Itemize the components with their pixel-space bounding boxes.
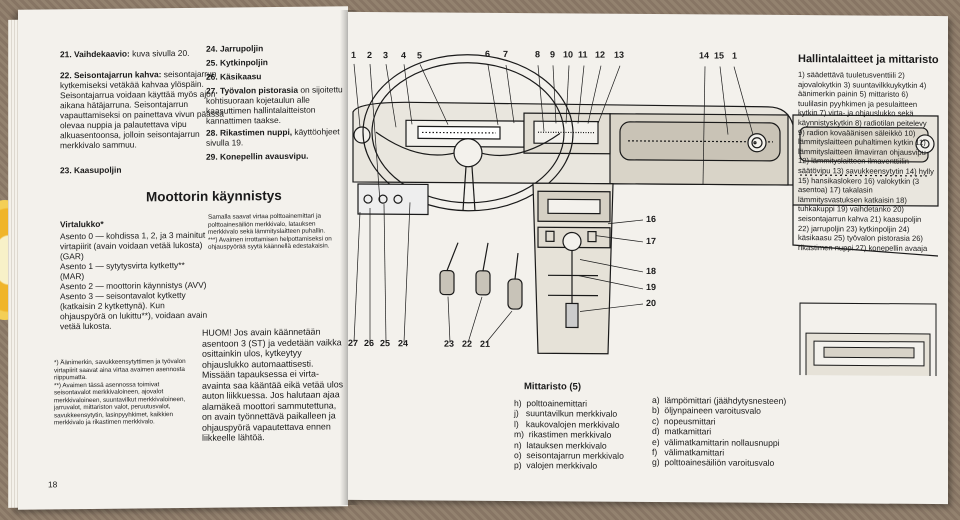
virtalukko-title: Virtalukko* bbox=[60, 218, 104, 230]
callout-6: 6 bbox=[485, 48, 491, 59]
callout-3: 3 bbox=[383, 50, 389, 61]
col1-item-22: 22. Seisontajarrun kahva: seisontajarrun… bbox=[60, 68, 224, 151]
callout-23: 23 bbox=[444, 338, 455, 349]
callout-14: 14 bbox=[699, 50, 710, 61]
callout-9: 9 bbox=[550, 49, 556, 60]
col2-item-25: 25. Kytkinpoljin bbox=[206, 57, 268, 68]
mittaristo-title: Mittaristo (5) bbox=[524, 381, 581, 393]
section-title: Moottorin käynnistys bbox=[146, 187, 282, 205]
callout-25: 25 bbox=[380, 338, 391, 349]
callout-5: 5 bbox=[417, 50, 423, 61]
col2-item-24: 24. Jarrupoljin bbox=[206, 43, 264, 54]
left-page: 21. Vaihdekaavio: kuva sivulla 20. 22. S… bbox=[18, 6, 348, 510]
callout-1b: 1 bbox=[732, 50, 738, 61]
callout-1: 1 bbox=[351, 49, 357, 60]
col2-item-29: 29. Konepellin avausvipu. bbox=[206, 150, 309, 162]
callout-7: 7 bbox=[503, 48, 509, 60]
controls-text: 1) säädettävä tuuletusventtiili 2) ajova… bbox=[798, 70, 934, 253]
callout-12: 12 bbox=[595, 49, 606, 60]
callout-13: 13 bbox=[614, 49, 625, 60]
col2-note: Samalla saavat virtaa polttoainemittari … bbox=[208, 212, 332, 251]
virtalukko-text: Asento 0 — kohdissa 1, 2, ja 3 mainitut … bbox=[60, 229, 208, 332]
col2-item-27: 27. Työvalon pistorasia on sijoitettu ko… bbox=[206, 84, 343, 126]
callout-21: 21 bbox=[480, 338, 491, 349]
dashboard-illustration bbox=[352, 54, 939, 377]
callout-17: 17 bbox=[646, 235, 657, 247]
gauges-right-list: a) lämpömittari (jäähdytysnesteen) b) öl… bbox=[652, 395, 787, 469]
page-number: 18 bbox=[48, 479, 58, 490]
callout-4: 4 bbox=[401, 50, 407, 61]
callout-18: 18 bbox=[646, 265, 657, 277]
callout-2: 2 bbox=[367, 50, 373, 61]
callout-22: 22 bbox=[462, 338, 473, 349]
callout-19: 19 bbox=[646, 281, 657, 293]
col2-item-28: 28. Rikastimen nuppi, käyttöohjeet sivul… bbox=[206, 126, 340, 148]
callout-15: 15 bbox=[714, 50, 725, 61]
callout-20: 20 bbox=[646, 297, 657, 309]
huom-text: HUOM! Jos avain käännetään asentoon 3 (S… bbox=[202, 326, 344, 443]
callout-26: 26 bbox=[364, 338, 375, 349]
col1-item-21: 21. Vaihdekaavio: kuva sivulla 20. bbox=[60, 47, 190, 60]
gauges-left-list: h) polttoainemittari j) suuntavilkun mer… bbox=[514, 398, 624, 472]
callout-24: 24 bbox=[398, 338, 409, 349]
col1-item-23: 23. Kaasupoljin bbox=[60, 164, 122, 176]
callout-27: 27 bbox=[348, 337, 359, 348]
callout-16: 16 bbox=[646, 213, 657, 225]
col2-item-26: 26. Käsikaasu bbox=[206, 71, 262, 82]
callout-11: 11 bbox=[578, 49, 588, 60]
callout-10: 10 bbox=[563, 49, 574, 60]
right-page: 1 2 3 4 5 6 7 8 9 10 11 12 13 14 15 1 16… bbox=[348, 11, 948, 505]
footnotes: *) Äänimerkin, savukkeensytyttimen ja ty… bbox=[54, 357, 186, 427]
controls-title: Hallintalaitteet ja mittaristo bbox=[798, 53, 939, 67]
callout-8: 8 bbox=[535, 49, 541, 60]
